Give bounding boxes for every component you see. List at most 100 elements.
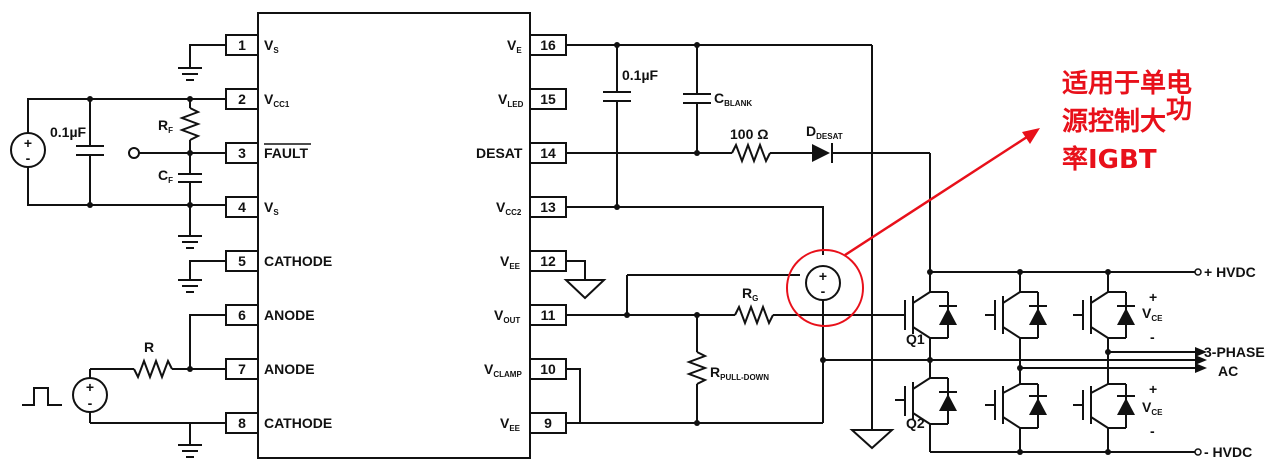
- svg-text:CATHODE: CATHODE: [264, 415, 332, 431]
- svg-text:功: 功: [1166, 95, 1192, 125]
- right-pin-13: 13 VCC2: [496, 196, 567, 218]
- capacitor-left: 0.1µF: [50, 96, 104, 208]
- svg-text:4: 4: [238, 199, 246, 215]
- isolated-supply: + -: [626, 265, 841, 360]
- svg-text:VOUT: VOUT: [494, 307, 520, 325]
- svg-text:-: -: [26, 150, 31, 166]
- svg-text:ANODE: ANODE: [264, 307, 315, 323]
- svg-text:VLED: VLED: [498, 91, 524, 109]
- left-pin-4: 4 VS: [225, 196, 279, 218]
- svg-text:-: -: [821, 283, 826, 299]
- svg-text:Q2: Q2: [906, 415, 925, 431]
- svg-text:3: 3: [238, 145, 246, 161]
- svg-text:+ HVDC: + HVDC: [1204, 264, 1256, 280]
- svg-text:VCLAMP: VCLAMP: [484, 361, 522, 379]
- svg-text:AC: AC: [1218, 363, 1238, 379]
- right-pin-16: 16 VE: [507, 34, 567, 56]
- svg-text:源控制大: 源控制大: [1062, 107, 1166, 137]
- cathode-ground-8: [90, 422, 226, 458]
- svg-text:0.1µF: 0.1µF: [622, 67, 659, 83]
- svg-text:-: -: [1150, 329, 1155, 345]
- anode-wiring: R: [90, 314, 226, 380]
- igbt-leg-1: Q1 Q2: [895, 272, 957, 452]
- svg-text:0.1µF: 0.1µF: [50, 124, 87, 140]
- left-pin-8: 8 CATHODE: [225, 412, 332, 434]
- right-pin-10: 10 VCLAMP: [484, 358, 567, 380]
- svg-text:DDESAT: DDESAT: [806, 123, 843, 141]
- supply-source-left: + -: [10, 132, 46, 168]
- svg-text:12: 12: [540, 253, 556, 269]
- capacitor-cf: CF: [158, 153, 202, 208]
- svg-text:DESAT: DESAT: [476, 145, 523, 161]
- right-pin-9: 9 VEE: [500, 412, 567, 434]
- svg-text:RG: RG: [742, 285, 758, 303]
- svg-text:Q1: Q1: [906, 331, 925, 347]
- svg-text:+: +: [24, 135, 32, 151]
- svg-text:RPULL-DOWN: RPULL-DOWN: [710, 364, 769, 382]
- left-pin-5: 5 CATHODE: [225, 250, 332, 272]
- svg-text:R: R: [144, 339, 154, 355]
- vs-ground-4: [178, 205, 202, 249]
- svg-text:11: 11: [541, 307, 556, 323]
- pulse-waveform-icon: [22, 387, 62, 406]
- vcc2-wire: [566, 206, 824, 255]
- svg-text:- HVDC: - HVDC: [1204, 444, 1252, 460]
- svg-text:15: 15: [540, 91, 556, 107]
- svg-text:8: 8: [238, 415, 246, 431]
- svg-text:-: -: [88, 395, 93, 411]
- svg-text:5: 5: [238, 253, 246, 269]
- vs-ground-1: [178, 44, 226, 81]
- capacitor-top: 0.1µF: [603, 45, 659, 210]
- svg-text:VE: VE: [507, 37, 522, 55]
- left-pin-7: 7 ANODE: [225, 358, 315, 380]
- svg-text:2: 2: [238, 91, 246, 107]
- svg-text:1: 1: [238, 37, 246, 53]
- pulse-source: + -: [22, 369, 108, 423]
- ic-body: [257, 12, 531, 459]
- resistor-rf: RF: [158, 96, 201, 153]
- svg-text:FAULT: FAULT: [264, 145, 309, 161]
- resistor-pulldown: RPULL-DOWN: [686, 315, 769, 426]
- right-pin-14: 14 DESAT: [476, 142, 567, 164]
- svg-text:CBLANK: CBLANK: [714, 90, 752, 108]
- svg-text:适用于单电: 适用于单电: [1062, 69, 1192, 99]
- hvdc-positive-rail: + HVDC: [927, 264, 1256, 280]
- svg-text:ANODE: ANODE: [264, 361, 315, 377]
- left-pin-6: 6 ANODE: [225, 304, 315, 326]
- svg-text:14: 14: [540, 145, 556, 161]
- svg-text:9: 9: [544, 415, 552, 431]
- svg-text:16: 16: [540, 37, 556, 53]
- svg-text:CF: CF: [158, 167, 173, 185]
- hvdc-negative-rail: - HVDC: [930, 444, 1252, 460]
- capacitor-cblank: CBLANK: [683, 45, 752, 156]
- right-pin-15: 15 VLED: [498, 88, 567, 110]
- svg-text:7: 7: [238, 361, 246, 377]
- desat-line: 100 Ω: [566, 126, 812, 164]
- svg-text:-: -: [1150, 423, 1155, 439]
- svg-text:+: +: [819, 268, 827, 284]
- svg-text:+: +: [86, 379, 94, 395]
- red-highlight-annotation: 适用于单电 源控制大 功 率IGBT: [786, 69, 1192, 327]
- cathode-ground-5: [178, 260, 226, 293]
- left-pin-3: 3 FAULT: [225, 142, 311, 164]
- svg-text:VS: VS: [264, 37, 279, 55]
- vclamp-wire: [566, 368, 581, 423]
- ground-bottom-right: [849, 429, 895, 450]
- vout-line: RG: [566, 285, 905, 326]
- vs-return-wire: [27, 167, 226, 206]
- svg-text:10: 10: [540, 361, 556, 377]
- vcc1-wire: [27, 98, 226, 133]
- svg-text:13: 13: [540, 199, 556, 215]
- igbt-leg-3: + VCE - + VCE -: [1073, 272, 1195, 452]
- svg-text:+: +: [1149, 289, 1157, 305]
- three-phase-output: 3-PHASE AC: [1195, 344, 1265, 379]
- svg-text:3-PHASE: 3-PHASE: [1204, 344, 1265, 360]
- svg-text:VCE: VCE: [1142, 399, 1163, 417]
- svg-text:6: 6: [238, 307, 246, 323]
- svg-text:CATHODE: CATHODE: [264, 253, 332, 269]
- svg-text:VEE: VEE: [500, 415, 521, 433]
- svg-text:VEE: VEE: [500, 253, 521, 271]
- svg-text:率IGBT: 率IGBT: [1062, 144, 1157, 175]
- diode-desat: DDESAT: [806, 123, 931, 272]
